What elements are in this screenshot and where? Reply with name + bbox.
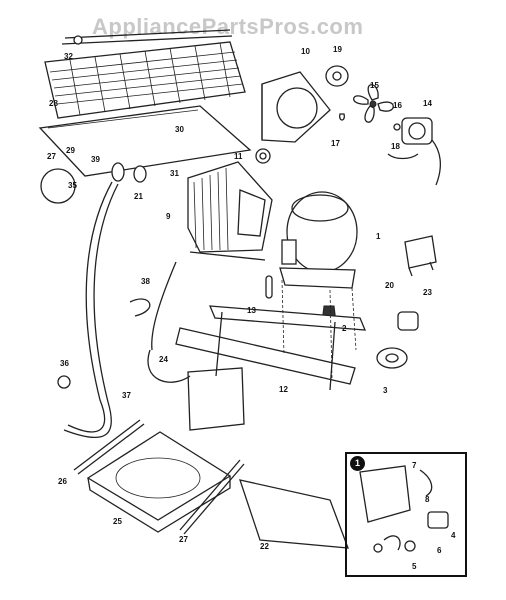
callout-39: 39 [91, 155, 100, 164]
callout-6: 6 [437, 546, 442, 555]
callout-16: 16 [393, 101, 402, 110]
callout-3: 3 [383, 386, 388, 395]
inset-marker: 1 [350, 456, 365, 471]
callout-13: 13 [247, 306, 256, 315]
callout-35: 35 [68, 181, 77, 190]
callout-11: 11 [234, 152, 243, 161]
inset-frame [345, 452, 467, 577]
inset-parts [359, 465, 449, 553]
callout-12: 12 [279, 385, 288, 394]
callout-14: 14 [423, 99, 432, 108]
callout-36: 36 [60, 359, 69, 368]
callout-27-cover: 27 [47, 152, 56, 161]
access-panel [239, 479, 349, 549]
evaporator [187, 161, 273, 261]
callout-8: 8 [425, 495, 430, 504]
callout-37: 37 [122, 391, 131, 400]
callout-22: 22 [260, 542, 269, 551]
callout-9: 9 [166, 212, 171, 221]
base-frame [175, 305, 367, 431]
callout-18: 18 [391, 142, 400, 151]
drier [265, 275, 273, 299]
callout-21: 21 [134, 192, 143, 201]
callout-15: 15 [370, 81, 379, 90]
compressor [279, 191, 358, 289]
callout-7: 7 [412, 461, 417, 470]
callout-29: 29 [66, 146, 75, 155]
callout-23: 23 [423, 288, 432, 297]
callout-24: 24 [159, 355, 168, 364]
condenser-cover [38, 105, 252, 177]
callout-26: 26 [58, 477, 67, 486]
callout-19: 19 [333, 45, 342, 54]
callout-25: 25 [113, 517, 122, 526]
callout-20: 20 [385, 281, 394, 290]
fan-blade [353, 84, 394, 123]
mount [376, 347, 408, 369]
callout-28: 28 [49, 99, 58, 108]
callout-32: 32 [64, 52, 73, 61]
callout-30: 30 [175, 125, 184, 134]
drain-pan [86, 431, 232, 533]
callout-5: 5 [412, 562, 417, 571]
callout-1: 1 [376, 232, 381, 241]
callout-4: 4 [451, 531, 456, 540]
fan-grommet [325, 65, 349, 87]
callout-31: 31 [170, 169, 179, 178]
callout-27-rail: 27 [179, 535, 188, 544]
callout-17: 17 [331, 139, 340, 148]
fan-shroud [261, 71, 331, 143]
callout-2: 2 [342, 324, 347, 333]
callout-10: 10 [301, 47, 310, 56]
callout-38: 38 [141, 277, 150, 286]
overload [397, 311, 419, 331]
relay [404, 235, 437, 277]
fan-motor [401, 117, 442, 186]
condenser [44, 29, 246, 119]
